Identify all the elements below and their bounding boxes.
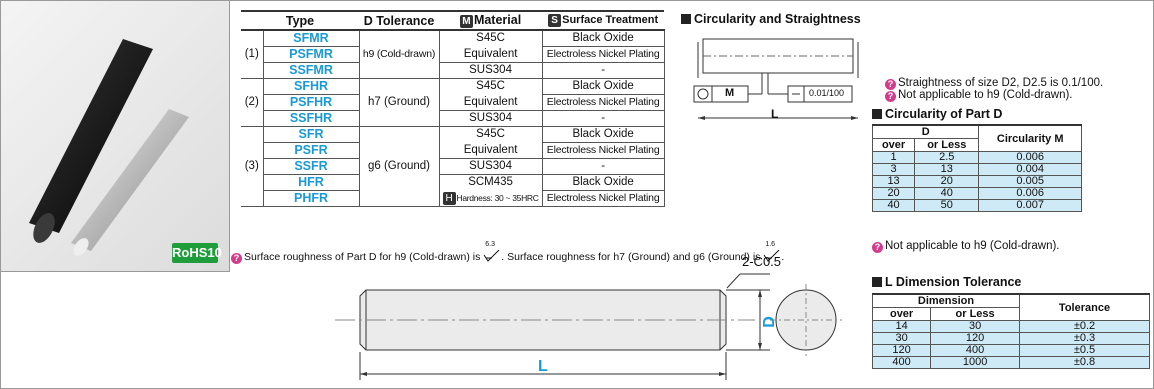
note-icon: ? <box>885 91 896 102</box>
surface-badge: S <box>548 14 562 27</box>
circularity-note: ?Not applicable to h9 (Cold-drawn). <box>872 240 1060 253</box>
table-row: (3) SFR g6 (Ground) S45C Black Oxide <box>241 126 665 207</box>
product-photo <box>0 0 230 272</box>
col-type: Type <box>241 10 359 31</box>
roughness-symbol-icon: 1.6 <box>763 241 781 263</box>
table-row: PSFMR Equivalent Electroless Nickel Plat… <box>241 46 665 63</box>
table-row: SSFR SUS304 - <box>241 158 665 175</box>
circularity-part-d-title: Circularity of Part D <box>872 107 1002 121</box>
chamfer-label: 2-C0.5 <box>742 254 782 269</box>
table-row: (2) SFHR h7 (Ground) S45C Black Oxide <box>241 78 665 127</box>
col-tolerance: D Tolerance <box>359 10 439 31</box>
table-row: HFR SCM435 Black Oxide <box>241 174 665 191</box>
rohs-badge: RoHS10 <box>172 243 222 263</box>
d-label: D <box>760 316 778 328</box>
l-label: L <box>538 358 548 375</box>
table-row: (1) SFMR h9 (Cold-drawn) S45C Black Oxid… <box>241 29 665 79</box>
note-icon: ? <box>885 79 896 90</box>
table-row: SSFMR SUS304 - <box>241 62 665 79</box>
hardness-badge: H <box>442 191 456 205</box>
shaft-drawing <box>335 273 842 380</box>
straightness-drawing <box>693 38 859 120</box>
m-label: M <box>725 87 735 99</box>
shaft-photo-image <box>29 39 189 256</box>
not-applicable-note: ?Not applicable to h9 (Cold-drawn). <box>885 89 1073 102</box>
straightness-note: ?Straightness of size D2, D2.5 is 0.1/10… <box>885 77 1103 90</box>
note-icon: ? <box>231 253 242 264</box>
l-tolerance-title: L Dimension Tolerance <box>872 275 1021 289</box>
straightness-value: 0.01/100 <box>809 88 845 98</box>
roughness-note: ?Surface roughness of Part D for h9 (Col… <box>231 241 784 264</box>
table-row: SSFHR SUS304 - <box>241 110 665 127</box>
circularity-straightness-title: Circularity and Straightness <box>681 12 861 26</box>
table-row: PSFR Equivalent Electroless Nickel Plati… <box>241 142 665 159</box>
note-icon: ? <box>872 242 883 253</box>
roughness-symbol-icon: 6.3 <box>483 241 501 263</box>
material-badge: M <box>459 15 473 28</box>
table-row: PSFHR Equivalent Electroless Nickel Plat… <box>241 94 665 111</box>
l-label-small: L <box>771 107 779 121</box>
